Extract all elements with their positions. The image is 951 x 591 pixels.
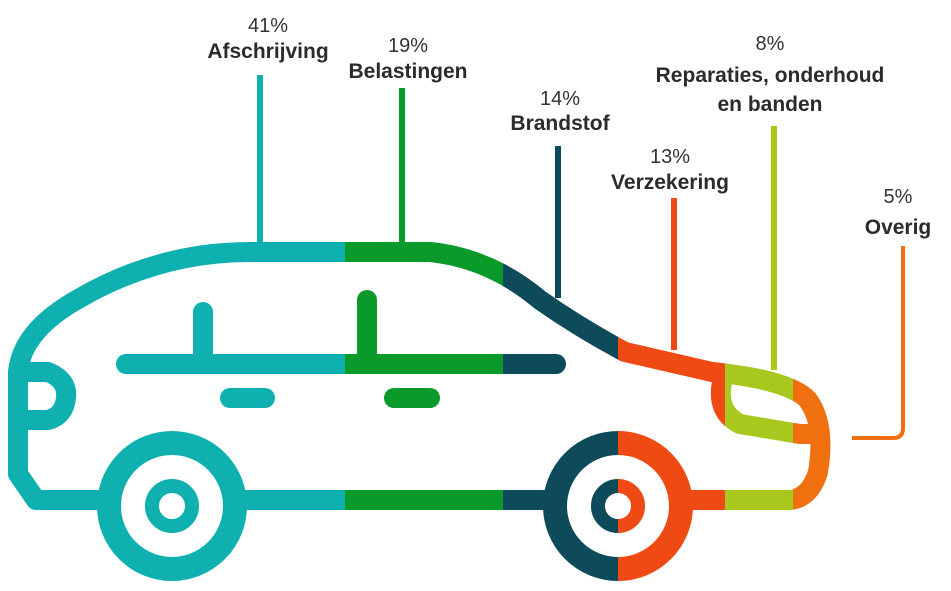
segment-percent: 5% [884, 186, 913, 208]
segment-percent: 14% [540, 88, 580, 110]
car-segment-overig [793, 378, 831, 510]
car-segment-belastingen [345, 242, 503, 510]
segment-label: Brandstof [510, 112, 610, 135]
segment-percent: 41% [248, 15, 288, 37]
segment-percent: 13% [650, 146, 690, 168]
car-segment-afschrijving [8, 242, 345, 581]
car-segment-verzekering [618, 336, 725, 581]
segment-label: Verzekering [611, 171, 729, 194]
car-illustration [8, 242, 831, 581]
segment-label: Overig [865, 216, 932, 239]
segment-percent: 8% [756, 33, 785, 55]
segment-labels: 41% Afschrijving 19% Belastingen 14%Brandsto… [207, 15, 931, 239]
leader-line-overig [852, 246, 905, 440]
car-segment-reparaties [725, 363, 793, 510]
segment-label: Belastingen [348, 60, 467, 83]
segment-label: Reparaties, onderhoud [656, 64, 885, 87]
segment-percent: 19% [388, 35, 428, 57]
segment-label: Afschrijving [207, 40, 328, 63]
car-segment-brandstof [503, 263, 618, 581]
segment-label: en banden [717, 93, 822, 116]
leader-lines [257, 75, 905, 440]
